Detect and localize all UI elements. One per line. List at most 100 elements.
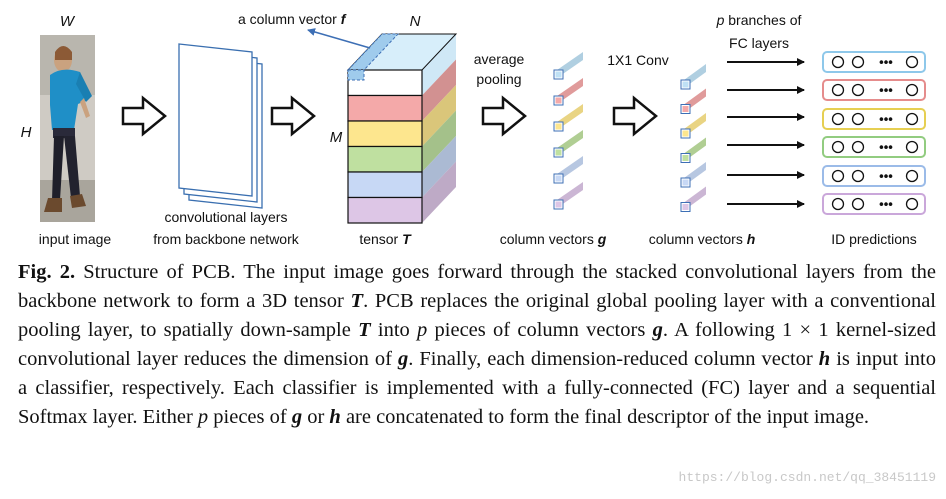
conv-layers bbox=[178, 43, 263, 209]
prediction-node bbox=[905, 169, 919, 183]
caption-part: Structure of PCB. The input image goes f… bbox=[18, 261, 936, 312]
vector-cell-fill bbox=[682, 130, 689, 137]
vector-cell-fill bbox=[555, 149, 562, 156]
prediction-node bbox=[851, 169, 865, 183]
block-arrow-4 bbox=[612, 95, 658, 137]
figure-caption: Fig. 2. Structure of PCB. The input imag… bbox=[18, 258, 936, 432]
prediction-node bbox=[905, 83, 919, 97]
tensor-side-stripe bbox=[422, 85, 456, 147]
depth-label: N bbox=[410, 13, 421, 30]
prediction-node bbox=[905, 197, 919, 211]
tensor-side-stripe bbox=[422, 34, 456, 96]
prediction-box bbox=[822, 165, 926, 187]
prediction-node bbox=[831, 140, 845, 154]
conv-layers-label-line2: from backbone network bbox=[153, 231, 300, 247]
vector-cell-fill bbox=[682, 204, 689, 210]
caption-part: . PCB replaces the original global pooli… bbox=[18, 290, 936, 341]
caption-part: or bbox=[302, 406, 330, 428]
fc-branch-arrows bbox=[727, 58, 805, 208]
caption-sym-g: g bbox=[291, 406, 303, 428]
input-image-label: input image bbox=[39, 231, 112, 247]
caption-fig-label: Fig. 2. bbox=[18, 261, 76, 283]
prediction-box bbox=[822, 51, 926, 73]
tensor-label: tensor T bbox=[359, 231, 412, 247]
vector-cell-fill bbox=[555, 97, 562, 104]
prediction-node bbox=[831, 112, 845, 126]
prediction-node bbox=[905, 140, 919, 154]
column-vector-pointer bbox=[307, 28, 371, 49]
prediction-box bbox=[822, 193, 926, 215]
id-predictions: ••• ••• ••• ••• ••• ••• bbox=[822, 51, 926, 215]
caption-part: . A following 1 × 1 kernel-sized convolu… bbox=[18, 319, 936, 370]
caption-part: into bbox=[370, 319, 418, 341]
prediction-ellipsis: ••• bbox=[879, 112, 893, 127]
prediction-ellipsis: ••• bbox=[879, 140, 893, 155]
caption-part: . Finally, each dimension-reduced column… bbox=[408, 348, 819, 370]
tensor-stripe bbox=[347, 94, 423, 122]
height-label: H bbox=[21, 124, 32, 141]
vector-cell-fill bbox=[682, 81, 689, 88]
prediction-node bbox=[905, 55, 919, 69]
watermark: https://blog.csdn.net/qq_38451119 bbox=[678, 470, 936, 485]
prediction-box bbox=[822, 79, 926, 101]
conv-layers-label-line1: convolutional layers bbox=[165, 209, 288, 225]
prediction-node bbox=[831, 55, 845, 69]
column-vector-f-front bbox=[347, 69, 365, 81]
caption-sym-h: h bbox=[329, 406, 341, 428]
caption-sym-h: h bbox=[818, 348, 831, 370]
caption-sym-p: p bbox=[417, 319, 428, 341]
m-label: M bbox=[330, 129, 343, 146]
tensor-side-stripe bbox=[422, 110, 456, 172]
prediction-node bbox=[831, 83, 845, 97]
column-vectors-h bbox=[680, 64, 706, 212]
column-vector-label: a column vector f bbox=[238, 11, 347, 27]
vector-cell-fill bbox=[682, 179, 689, 186]
block-arrow-3 bbox=[481, 95, 527, 137]
prediction-node bbox=[851, 197, 865, 211]
prediction-node bbox=[831, 169, 845, 183]
vector-cell-fill bbox=[555, 71, 562, 78]
caption-sym-t: T bbox=[358, 319, 371, 341]
tensor-stripe bbox=[347, 145, 423, 173]
caption-sym-g: g bbox=[652, 319, 663, 341]
prediction-node bbox=[851, 83, 865, 97]
tensor-stripe bbox=[347, 171, 423, 199]
column-vectors-g-label: column vectors g bbox=[500, 231, 607, 247]
tensor-stripe bbox=[347, 196, 423, 224]
prediction-node bbox=[831, 197, 845, 211]
column-vectors-g bbox=[553, 52, 583, 210]
caption-part: pieces of column vectors bbox=[427, 319, 653, 341]
fc-branches-label-line1: p branches of bbox=[716, 12, 802, 28]
caption-part: pieces of bbox=[208, 406, 292, 428]
width-label: W bbox=[60, 13, 76, 30]
prediction-ellipsis: ••• bbox=[879, 83, 893, 98]
tensor-side-stripe bbox=[422, 136, 456, 198]
prediction-box bbox=[822, 108, 926, 130]
tensor-t bbox=[346, 33, 458, 224]
prediction-ellipsis: ••• bbox=[879, 55, 893, 70]
id-predictions-label: ID predictions bbox=[831, 231, 917, 247]
caption-part: are concatenated to form the final descr… bbox=[340, 406, 870, 428]
block-arrow-2 bbox=[270, 95, 316, 137]
avg-pooling-label-line2: pooling bbox=[476, 71, 521, 87]
vector-cell-fill bbox=[555, 123, 562, 130]
caption-text: Fig. 2. Structure of PCB. The input imag… bbox=[18, 258, 936, 432]
avg-pooling-label-line1: average bbox=[474, 51, 525, 67]
vector-cell-fill bbox=[682, 155, 689, 161]
prediction-node bbox=[851, 140, 865, 154]
prediction-node bbox=[905, 112, 919, 126]
conv1x1-label: 1X1 Conv bbox=[607, 52, 668, 68]
tensor-stripe bbox=[347, 120, 423, 148]
block-arrow-1 bbox=[121, 95, 167, 137]
vector-cell-fill bbox=[555, 175, 562, 182]
prediction-ellipsis: ••• bbox=[879, 169, 893, 184]
prediction-ellipsis: ••• bbox=[879, 197, 893, 212]
tensor-side-stripe bbox=[422, 59, 456, 121]
pcb-structure-diagram: W H input image convolutional layers fro… bbox=[21, 11, 926, 247]
prediction-node bbox=[851, 55, 865, 69]
caption-part: is input into a classifier, respectively… bbox=[18, 348, 936, 428]
prediction-node bbox=[851, 112, 865, 126]
caption-sym-t: T bbox=[350, 290, 364, 312]
fc-branches-label-line2: FC layers bbox=[729, 35, 789, 51]
prediction-box bbox=[822, 136, 926, 158]
